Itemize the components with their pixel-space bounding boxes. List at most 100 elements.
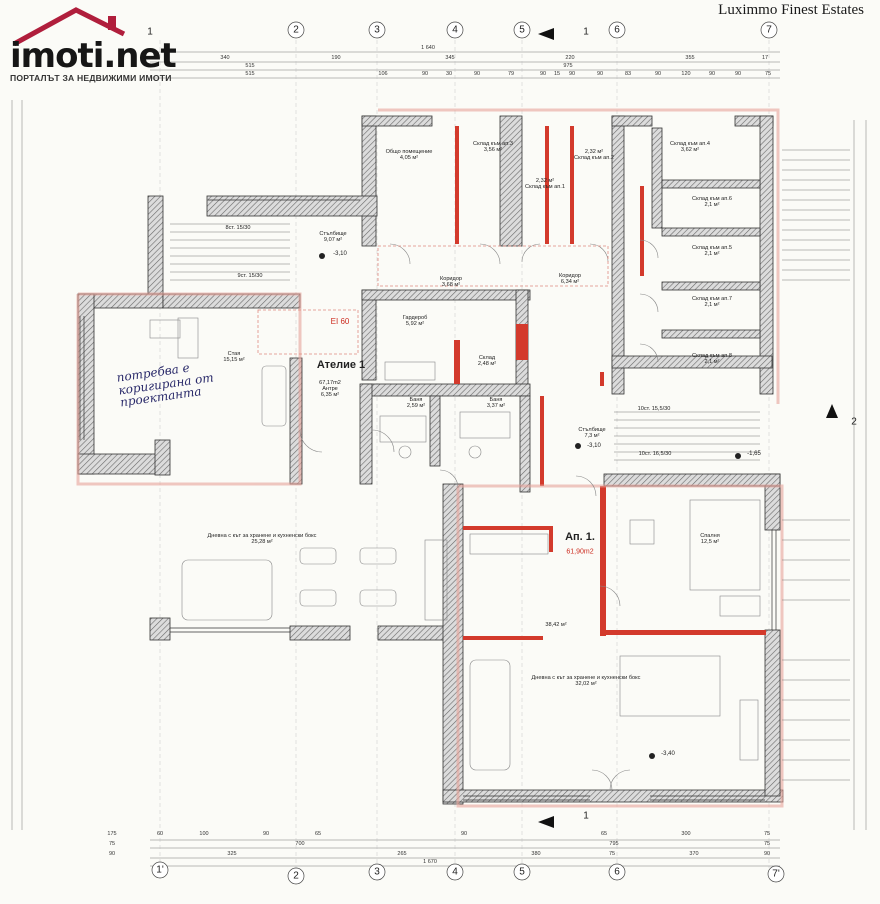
door-swings [299, 239, 659, 791]
dim-text: 700 [295, 841, 305, 847]
dim-text: 175 [107, 831, 117, 837]
dim-text: 300 [681, 831, 691, 837]
dim-text: 380 [531, 851, 541, 857]
dim-text: 190 [331, 55, 341, 61]
level-label: -3,10 [587, 442, 601, 449]
axis-label: 3 [374, 866, 380, 878]
logo-wordmark: imoti.net [10, 36, 177, 76]
section-markers [538, 28, 838, 828]
dim-text: 65 [600, 831, 608, 837]
dim-text: 106 [378, 71, 388, 77]
axis-label: 2 [293, 24, 299, 36]
dim-text: 75 [763, 841, 771, 847]
room-label: 38,42 м² [545, 622, 567, 629]
dim-text: 265 [397, 851, 407, 857]
stair-label: 10ст. 16,5/30 [638, 451, 672, 458]
dim-text: 30 [445, 71, 453, 77]
atelier-title: Ателие 1 [316, 359, 366, 372]
dim-text: 83 [624, 71, 632, 77]
axis-label: 4 [452, 24, 458, 36]
stair-label: 8ст. 15/30 [225, 225, 251, 232]
dim-text: 17 [761, 55, 769, 61]
dim-text: 90 [654, 71, 662, 77]
dim-text: 90 [108, 851, 116, 857]
dim-text: 90 [539, 71, 547, 77]
dim-text: 90 [473, 71, 481, 77]
stairs [170, 149, 850, 781]
section-label: 1 [583, 26, 589, 38]
axis-label: 7 [766, 24, 772, 36]
furniture [149, 317, 761, 771]
stair-label: 9ст. 15/30 [237, 273, 263, 280]
section-label: 1 [583, 810, 589, 822]
unit-boundaries [76, 108, 784, 808]
dim-text: 795 [609, 841, 619, 847]
dim-text: 1 670 [423, 859, 437, 865]
dim-text: 975 [563, 63, 573, 69]
dim-text: 90 [460, 831, 468, 837]
room-label: Дневна с кът за хранене и кухненски бокс… [207, 533, 317, 545]
level-label: -1,65 [747, 450, 761, 457]
dim-text: 1 640 [421, 45, 435, 51]
section-label: 2 [851, 416, 857, 428]
fire-class-label: EI 60 [330, 316, 350, 326]
windows [79, 199, 777, 801]
dim-text: 60 [156, 831, 164, 837]
dim-text: 90 [734, 71, 742, 77]
dim-text: 90 [262, 831, 270, 837]
level-markers [319, 253, 741, 759]
axis-label: 5 [519, 24, 525, 36]
stair-label: 10ст. 15,5/30 [637, 406, 671, 413]
axis-grid [159, 40, 770, 868]
axis-label: 3 [374, 24, 380, 36]
new-walls [454, 126, 766, 640]
watermark-brand: Luximmo Finest Estates [718, 2, 864, 18]
dim-text: 355 [685, 55, 695, 61]
dim-text: 90 [596, 71, 604, 77]
axis-label: 1 [147, 26, 153, 38]
dim-text: 90 [568, 71, 576, 77]
dim-text: 90 [708, 71, 716, 77]
imoti-logo[interactable]: imoti.net ПОРТАЛЪТ ЗА НЕДВИЖИМИ ИМОТИ [6, 6, 177, 86]
room-label: Дневна с кът за хранене и кухненски бокс… [531, 675, 641, 687]
house-roof-icon [12, 7, 126, 46]
dim-text: 325 [227, 851, 237, 857]
axis-label: 4 [452, 866, 458, 878]
axis-label: 2 [293, 870, 299, 882]
dim-text: 100 [199, 831, 209, 837]
dim-text: 15 [553, 71, 561, 77]
axis-label: 6 [614, 24, 620, 36]
dim-text: 75 [108, 841, 116, 847]
level-label: -3,10 [333, 250, 347, 257]
axis-bubbles [151, 21, 785, 885]
dim-text: 90 [421, 71, 429, 77]
dim-text: 370 [689, 851, 699, 857]
top-dimension-lines [11, 51, 867, 867]
axis-label: 1' [156, 864, 164, 876]
dim-text: 515 [245, 71, 255, 77]
dim-text: 75 [608, 851, 616, 857]
dim-text: 75 [764, 71, 772, 77]
dim-text: 79 [507, 71, 515, 77]
